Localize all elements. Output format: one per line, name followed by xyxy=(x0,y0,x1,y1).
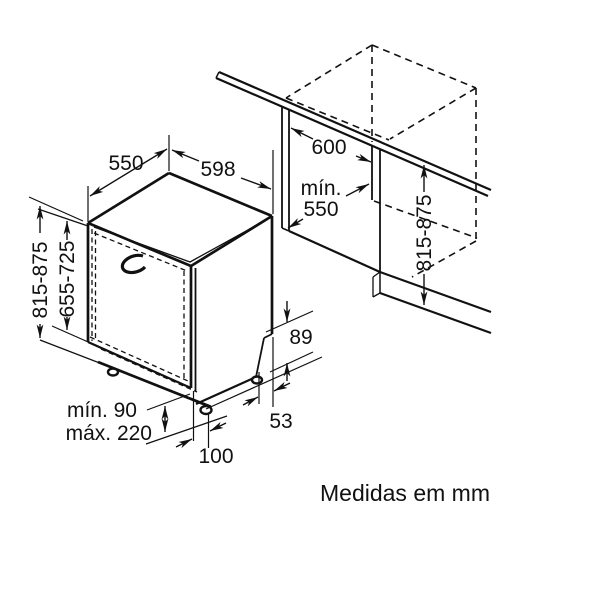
dim-toe-kick-height-label: 89 xyxy=(289,326,312,349)
dim-top-width: 598 xyxy=(171,149,274,214)
dim-top-width-label: 598 xyxy=(200,158,235,181)
dim-top-depth-label: 550 xyxy=(108,152,143,175)
dim-top-depth: 550 xyxy=(87,135,170,222)
dim-foot-offset-side-label: 53 xyxy=(269,410,292,433)
countertop-bottom-line xyxy=(215,76,489,198)
dim-niche-depth-min: mín. 550 xyxy=(287,177,370,229)
dim-foot-offset-front-label: 100 xyxy=(198,445,233,468)
dim-plinth-max-label: máx. 220 xyxy=(66,422,152,445)
dim-niche-height: 815-875 xyxy=(413,165,436,305)
niche-dashed-outline xyxy=(285,44,478,278)
dim-plinth-min-label: mín. 90 xyxy=(67,399,137,422)
dim-niche-depth-min-label-2: 550 xyxy=(303,198,338,221)
dim-appliance-height-label: 815-875 xyxy=(29,241,52,318)
countertop xyxy=(215,70,492,198)
dim-door-panel-height-label: 655-725 xyxy=(56,240,79,317)
countertop-top-line xyxy=(218,70,492,192)
right-cabinet-panel xyxy=(371,146,381,272)
dim-appliance-height: 815-875 xyxy=(29,206,52,338)
units-caption: Medidas em mm xyxy=(320,480,490,506)
dim-foot-offset-front: 100 xyxy=(175,391,234,468)
reference-lines xyxy=(28,196,323,445)
right-foot xyxy=(250,375,264,385)
door-handle xyxy=(120,253,147,275)
dim-niche-depth-min-label-1: mín. xyxy=(301,177,342,200)
dim-niche-height-label: 815-875 xyxy=(413,194,436,271)
dim-plinth-height: mín. 90 máx. 220 xyxy=(66,399,169,445)
dim-niche-width-label: 600 xyxy=(311,136,346,159)
niche-floor-front-edge xyxy=(288,229,381,274)
dim-niche-width: 600 xyxy=(290,127,372,163)
dim-door-panel-height: 655-725 xyxy=(56,221,79,330)
left-cabinet-panel xyxy=(281,107,290,232)
dim-foot-offset-side: 53 xyxy=(242,337,293,433)
left-foot xyxy=(106,367,120,377)
plinth xyxy=(372,270,492,335)
dim-toe-kick-height: 89 xyxy=(283,301,313,381)
